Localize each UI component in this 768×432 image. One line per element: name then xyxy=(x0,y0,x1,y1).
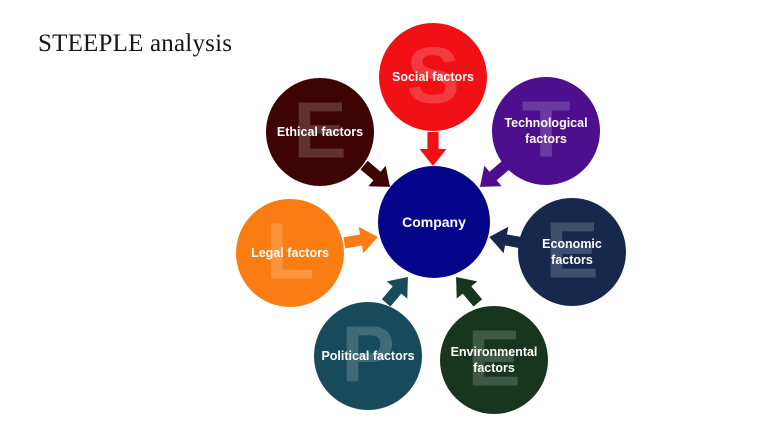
node-environmental-factors[interactable]: E Environmental factors xyxy=(440,306,548,414)
node-economic-factors[interactable]: E Economic factors xyxy=(518,198,626,306)
arrow-legal-to-company xyxy=(342,223,380,256)
node-label: Economic factors xyxy=(542,236,602,267)
node-label: Environmental factors xyxy=(450,344,538,375)
node-label: Company xyxy=(402,213,466,230)
arrow-social-to-company xyxy=(419,132,447,166)
page-title: STEEPLE analysis xyxy=(38,30,233,57)
node-political-factors[interactable]: P Political factors xyxy=(314,302,422,410)
node-label: Legal factors xyxy=(251,245,329,260)
node-label: Technological factors xyxy=(504,115,588,146)
node-legal-factors[interactable]: L Legal factors xyxy=(236,199,344,307)
node-label: Political factors xyxy=(321,348,415,363)
node-label: Ethical factors xyxy=(276,124,364,139)
node-company-center[interactable]: Company xyxy=(378,166,490,278)
node-ethical-factors[interactable]: E Ethical factors xyxy=(266,78,374,186)
node-social-factors[interactable]: S Social factors xyxy=(379,23,487,131)
node-label: Social factors xyxy=(392,69,474,84)
